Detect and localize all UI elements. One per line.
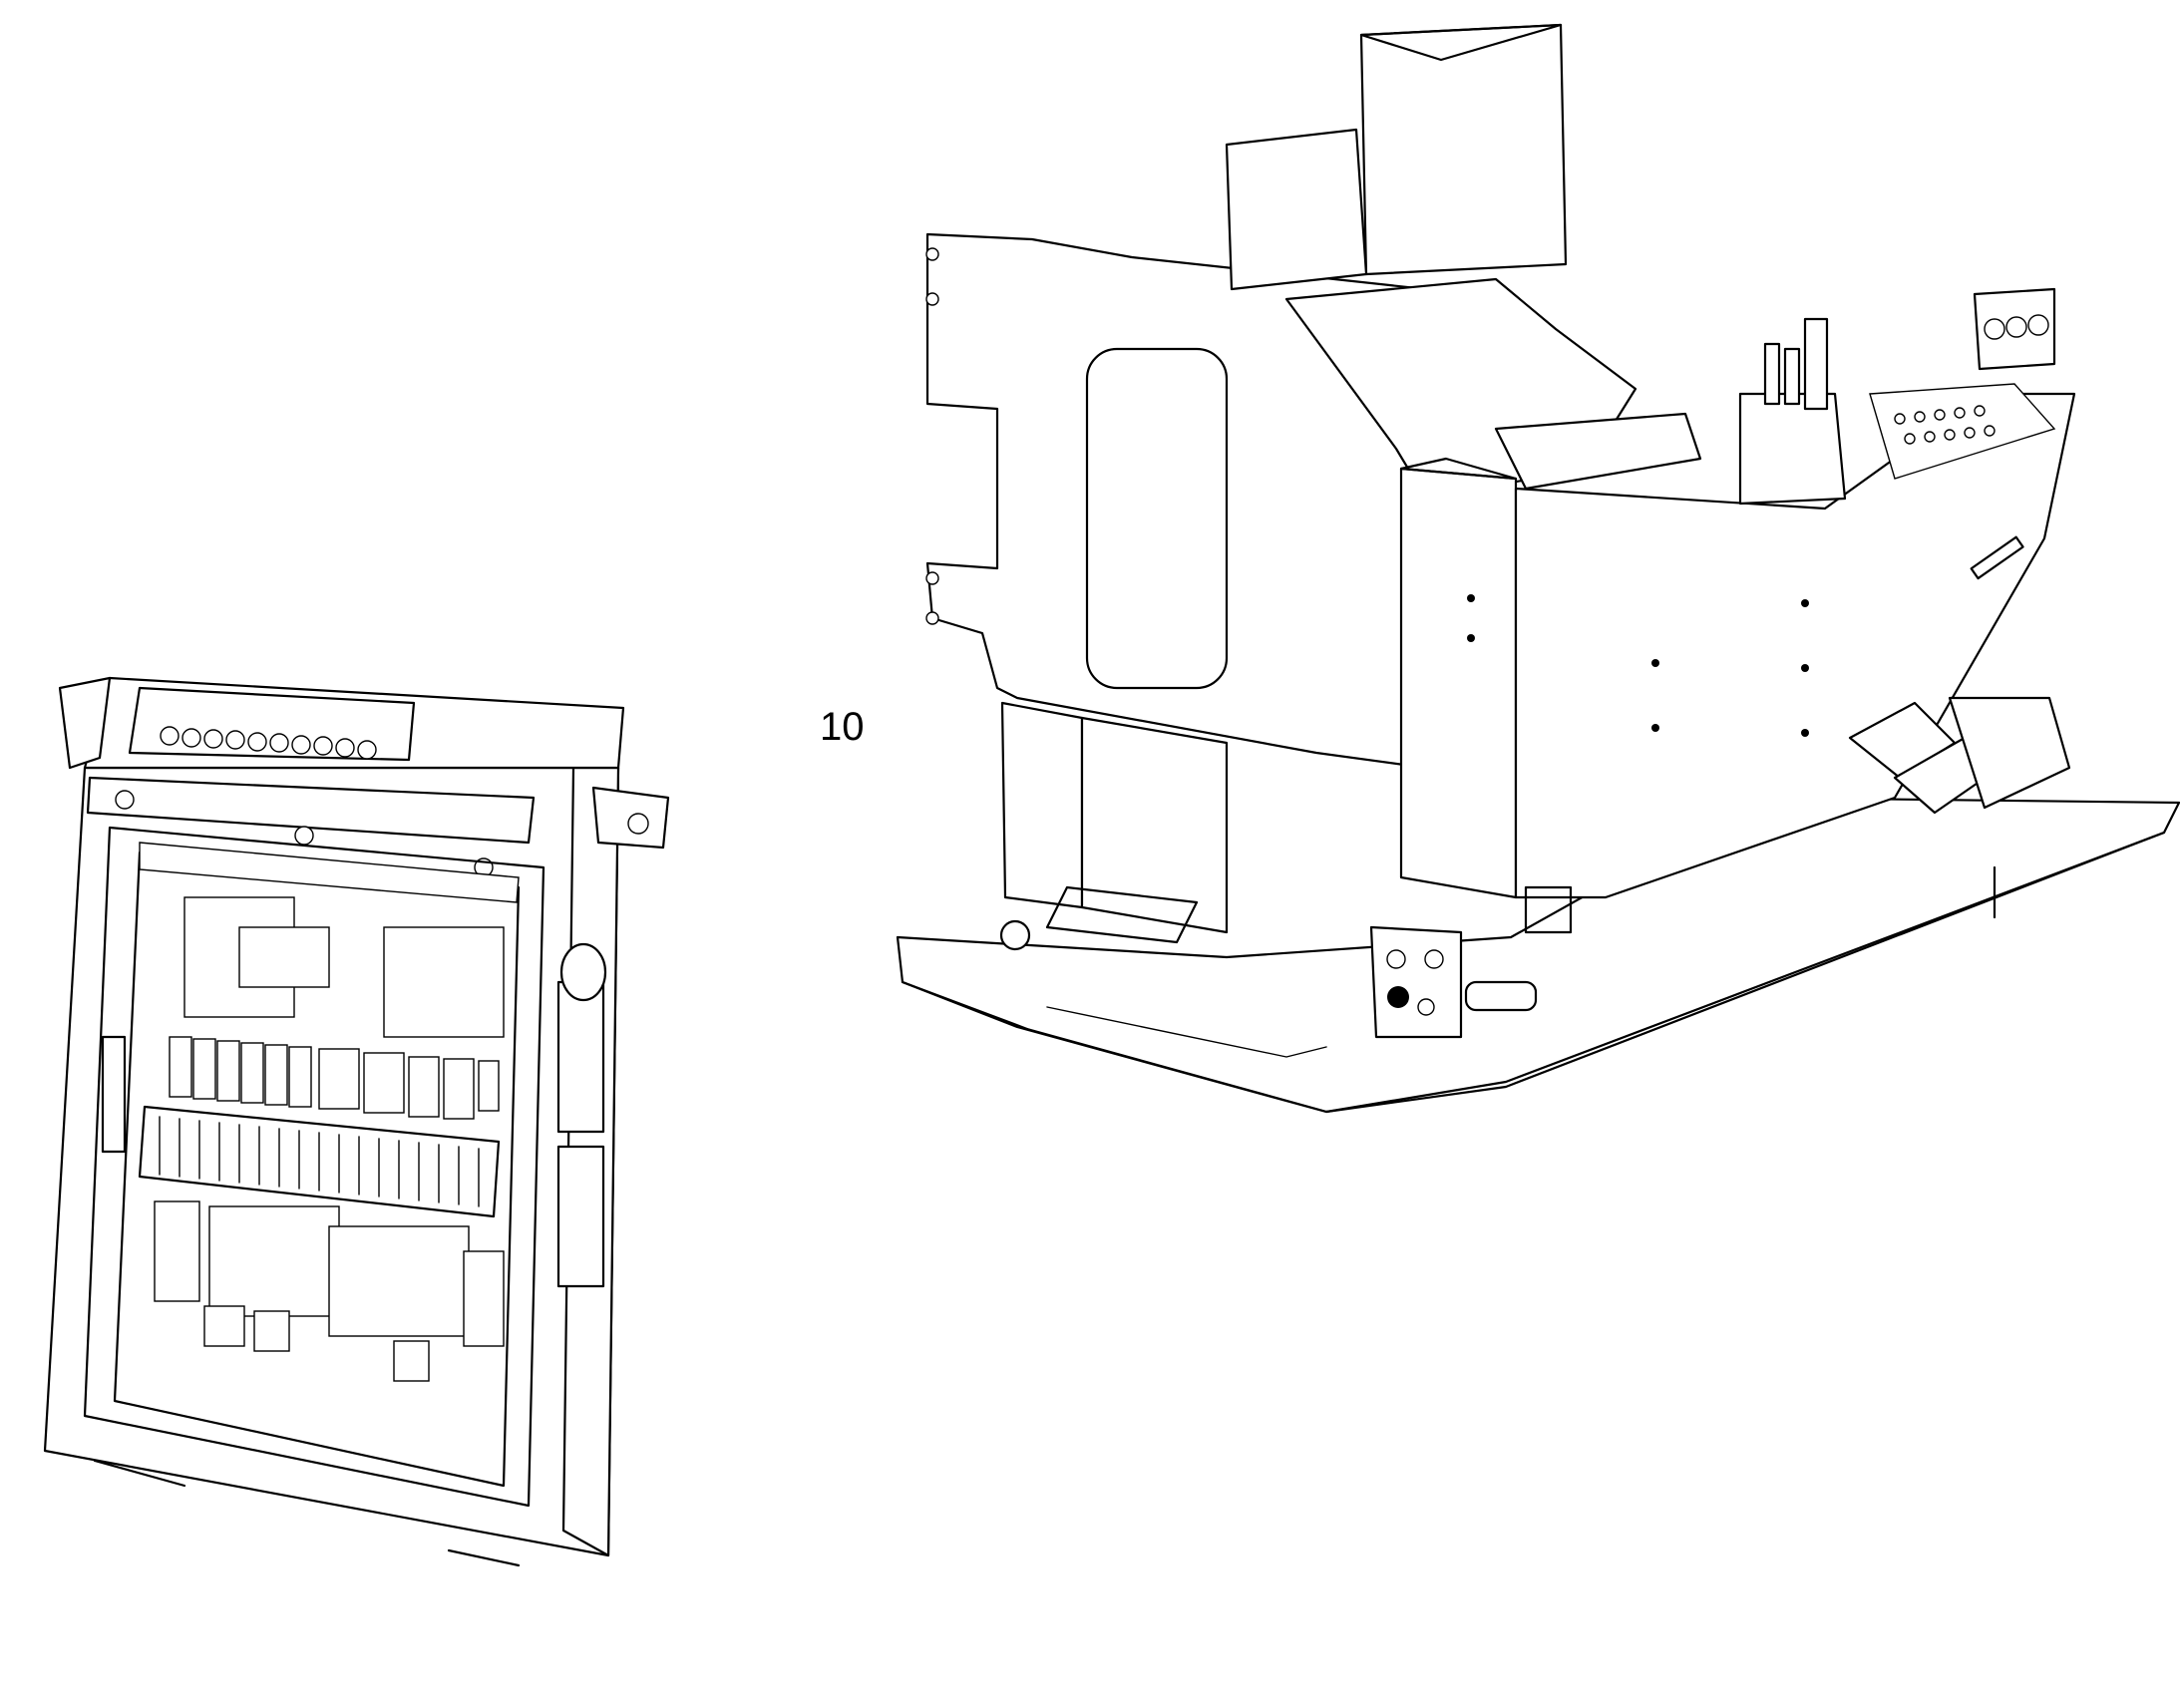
pillar-left [1000,701,1084,909]
connector-panel [1369,925,1463,1039]
cable-duct-slots [159,1116,480,1207]
cabinet-top-gland-plate [128,686,416,762]
electrical-cabinet [43,676,670,1567]
side-connector-upper [556,980,605,1134]
pillar-cutout [1045,885,1199,944]
floor-cutout-2 [1524,885,1573,934]
gauge-3 [2027,314,2049,336]
keypad-panel [1869,383,2056,480]
lifting-lug-left [58,676,112,770]
gauge-2 [2005,316,2027,338]
floor-cutout-1 [1464,980,1538,1012]
gauge-1 [1984,318,2005,340]
keypad-buttons [1894,405,1996,445]
joystick-handle-1 [1803,317,1829,411]
terminal-block-1 [238,926,330,988]
left-console-wall [1399,467,1518,899]
joystick-handle-3 [1783,347,1801,406]
floor-lifting-eye [999,919,1031,951]
frame-window [1085,347,1229,690]
right-console [1514,392,2076,899]
pillar-right [1080,716,1229,934]
lower-module-3 [463,1250,505,1347]
seat-armrest [1494,412,1702,491]
cabinet-inner-frame [83,826,545,1508]
cable-duct-top [139,842,520,903]
lower-block-2 [253,1310,290,1352]
pcb-board-2 [383,926,505,1038]
electrical-box-top [1359,23,1568,276]
console-holes [1467,594,1809,737]
operator-cab-module [896,23,2180,1114]
lower-block-1 [203,1305,245,1347]
lower-connector [154,1200,200,1302]
lower-module-1 [208,1205,340,1317]
joystick-boot [1738,392,1847,506]
lower-module-2 [328,1225,470,1337]
cable-glands [160,726,377,760]
connector-socket [1387,986,1409,1008]
console-slot [1970,535,2024,580]
callout-label: 10 [820,705,865,749]
relay-row [169,1036,500,1120]
lower-block-3 [393,1340,430,1382]
seat-backrest [1225,128,1368,291]
left-side-connector [101,1035,127,1154]
cabinet-front-rail [86,776,536,845]
side-round-connector [559,942,607,1002]
pedal-base [1948,696,2071,810]
joystick-handle-2 [1763,342,1781,406]
side-connector-lower [556,1145,605,1288]
